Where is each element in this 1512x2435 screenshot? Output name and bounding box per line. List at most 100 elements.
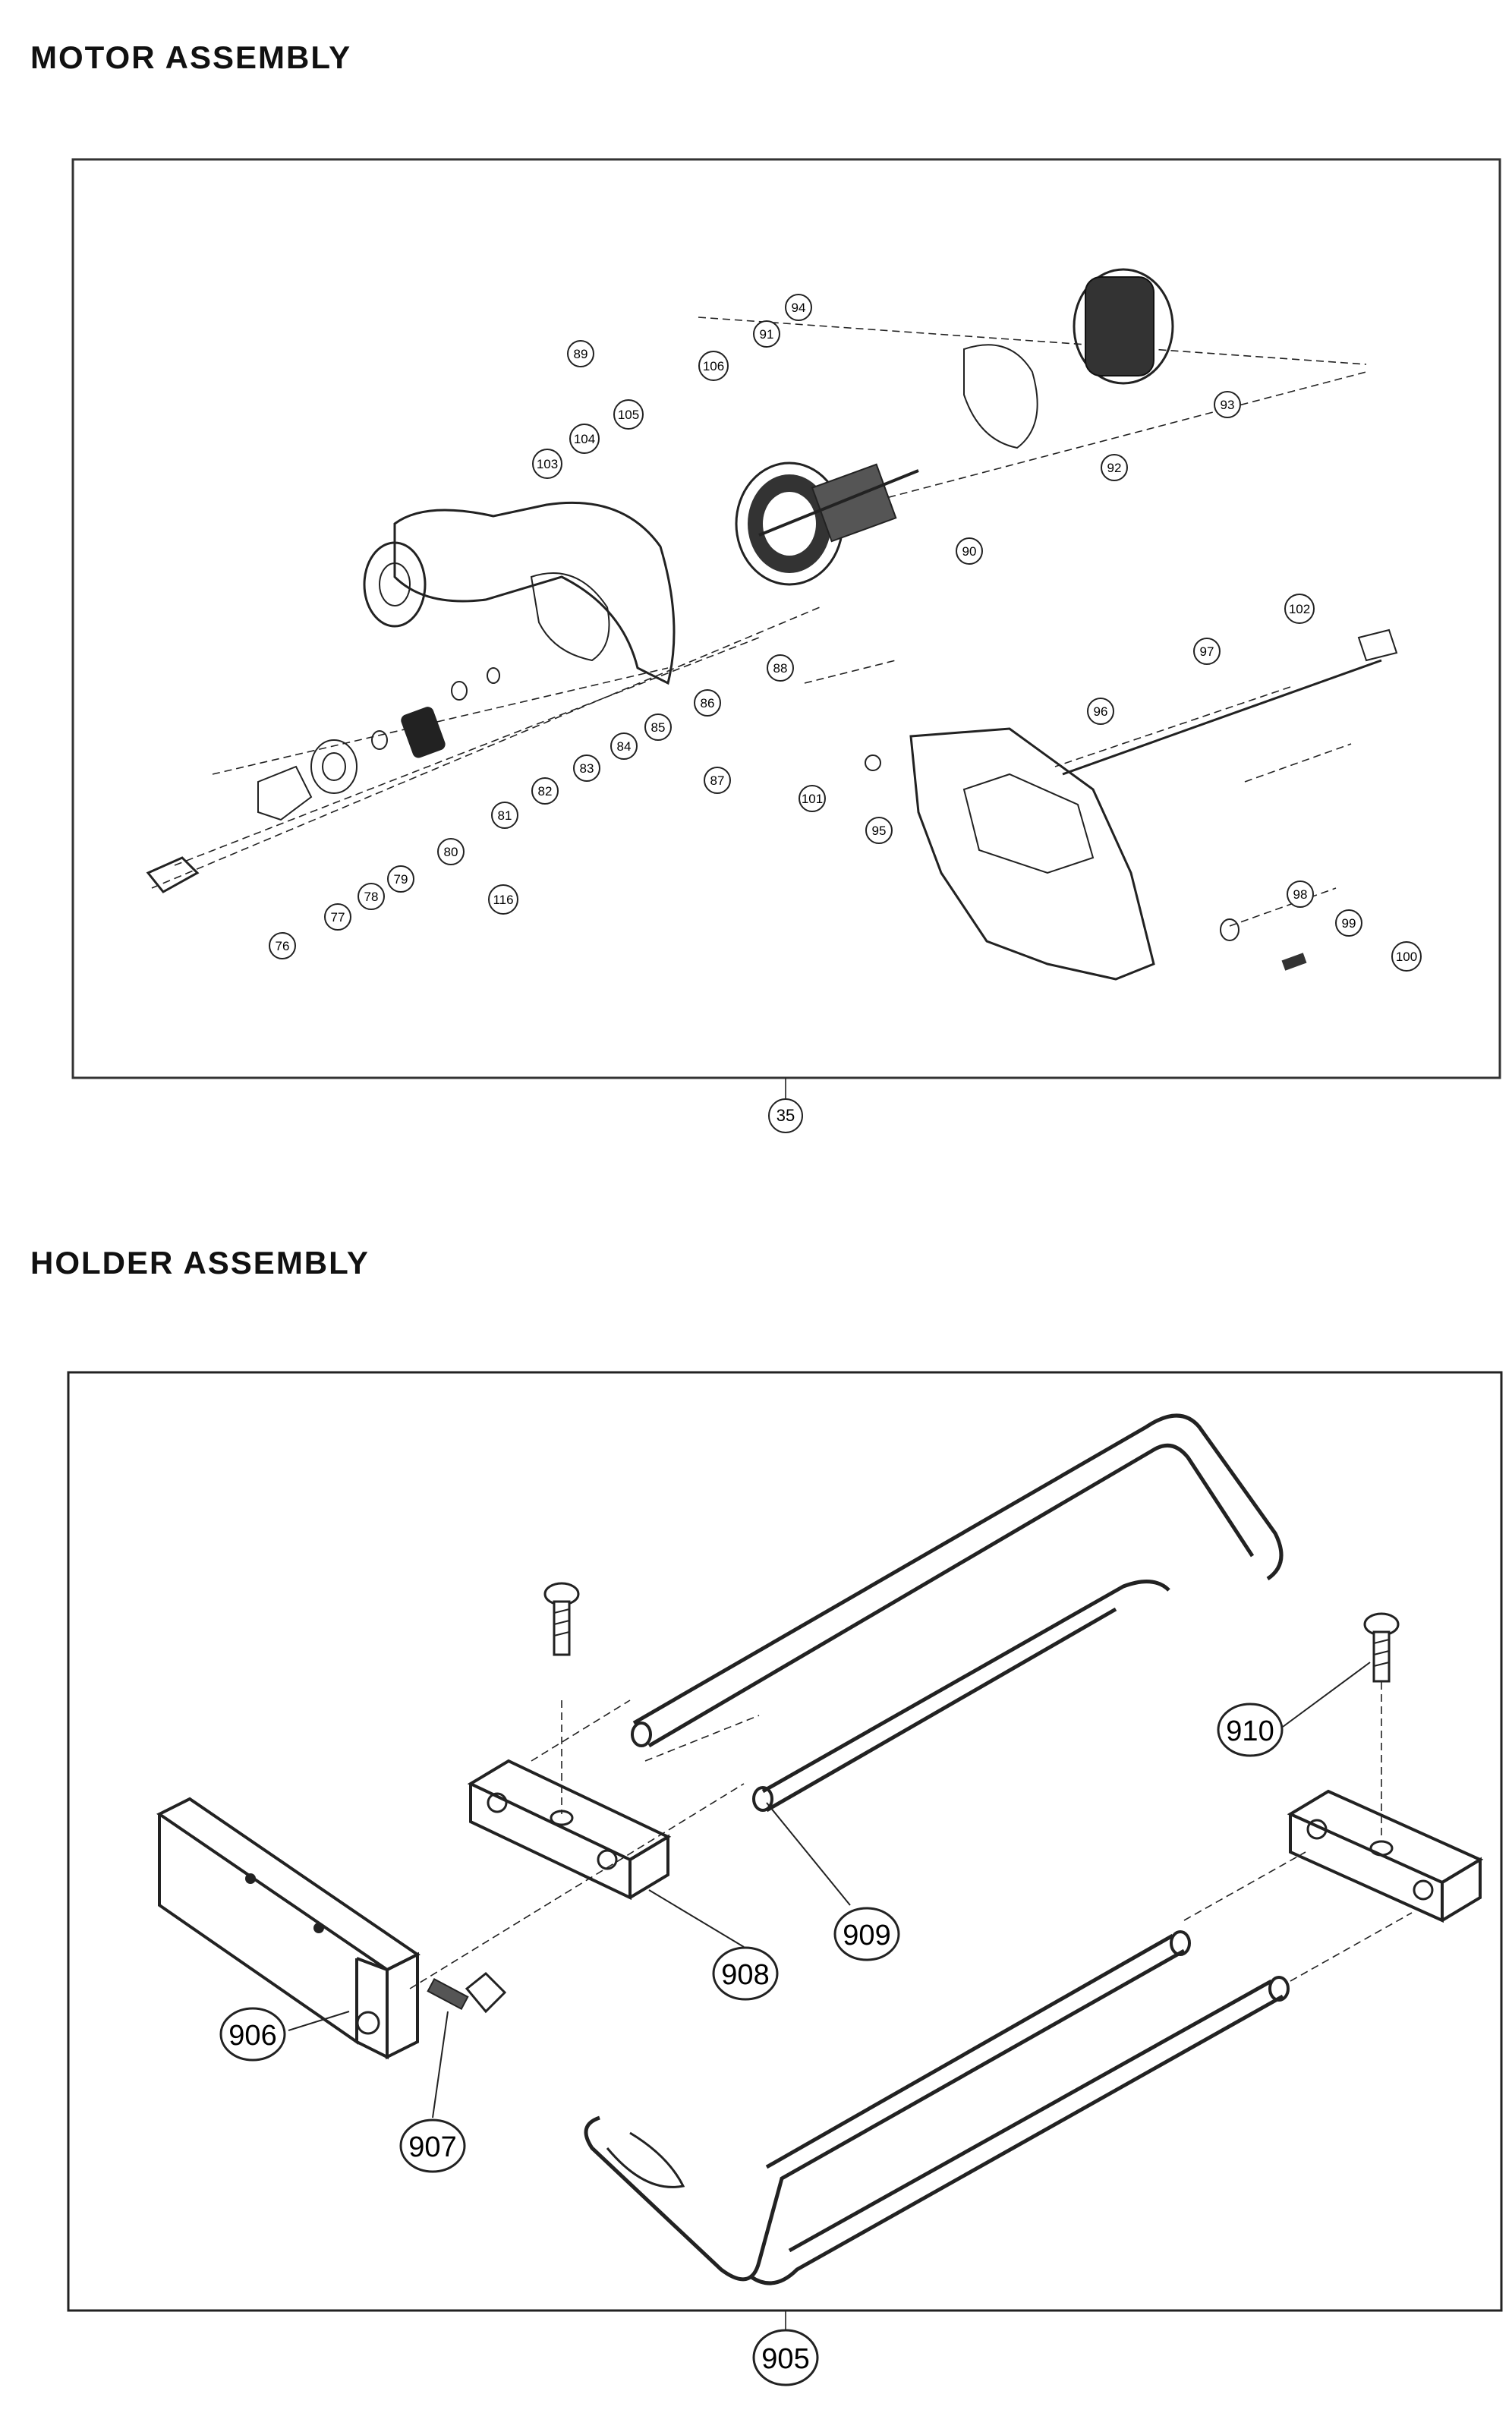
callout-96: 96	[1087, 698, 1114, 725]
callout-105: 105	[613, 399, 644, 430]
svg-text:87: 87	[710, 773, 725, 788]
lower-handle-bar	[584, 1930, 1290, 2285]
callout-907: 907	[399, 2118, 466, 2173]
svg-text:91: 91	[760, 327, 774, 342]
svg-text:82: 82	[538, 784, 553, 799]
callout-905: 905	[752, 2329, 819, 2386]
bracket-right	[1287, 1789, 1484, 1923]
callout-103: 103	[532, 449, 562, 479]
armature	[735, 461, 919, 586]
holder-leader-lines	[288, 1662, 1371, 2118]
svg-text:106: 106	[703, 359, 724, 373]
callout-87: 87	[704, 767, 731, 794]
svg-text:909: 909	[843, 1920, 890, 1951]
callout-101: 101	[799, 785, 826, 812]
callout-909: 909	[833, 1907, 900, 1961]
callout-98: 98	[1287, 880, 1314, 908]
svg-text:77: 77	[331, 910, 345, 925]
callout-106: 106	[698, 351, 729, 381]
svg-text:86: 86	[701, 696, 715, 710]
callout-78: 78	[358, 883, 385, 910]
svg-text:94: 94	[792, 301, 806, 315]
callout-91: 91	[753, 320, 780, 348]
mount-plate-906	[156, 1797, 421, 2060]
upper-handle-bar	[631, 1413, 1284, 1813]
svg-text:104: 104	[574, 432, 595, 446]
callout-97: 97	[1193, 638, 1221, 665]
callout-104: 104	[569, 424, 600, 454]
svg-text:98: 98	[1293, 887, 1308, 902]
callout-906: 906	[219, 2007, 286, 2062]
svg-text:80: 80	[444, 845, 458, 859]
svg-text:910: 910	[1226, 1715, 1274, 1747]
callout-102: 102	[1284, 594, 1315, 624]
rod-part	[1062, 628, 1398, 776]
callout-81: 81	[491, 802, 518, 829]
callout-90: 90	[956, 537, 983, 565]
callout-100: 100	[1391, 941, 1422, 972]
holder-guide-lines	[409, 1670, 1413, 1989]
svg-text:99: 99	[1342, 916, 1356, 931]
svg-text:103: 103	[537, 457, 558, 471]
screw-left	[543, 1582, 580, 1656]
callout-89: 89	[567, 340, 594, 367]
callout-79: 79	[387, 865, 414, 893]
svg-text:89: 89	[574, 347, 588, 361]
svg-text:76: 76	[276, 939, 290, 953]
callout-93: 93	[1214, 391, 1241, 418]
svg-text:35: 35	[776, 1106, 795, 1125]
svg-text:97: 97	[1200, 644, 1214, 659]
svg-text:81: 81	[498, 808, 512, 823]
callout-94: 94	[785, 294, 812, 321]
motor-assembly-title: MOTOR ASSEMBLY	[30, 39, 352, 75]
callout-908: 908	[712, 1946, 779, 2001]
svg-text:90: 90	[962, 544, 977, 559]
callout-76: 76	[269, 932, 296, 959]
svg-text:78: 78	[364, 890, 379, 904]
shaft-small-parts	[146, 667, 881, 893]
svg-text:906: 906	[228, 2020, 276, 2052]
svg-text:79: 79	[394, 872, 408, 887]
svg-text:84: 84	[617, 739, 632, 754]
svg-text:905: 905	[761, 2343, 809, 2375]
svg-text:102: 102	[1289, 602, 1310, 616]
callout-83: 83	[573, 754, 600, 782]
gear-housing	[909, 727, 1307, 981]
blade-guard-housing	[363, 501, 676, 685]
callout-88: 88	[767, 654, 794, 682]
screw-910	[1363, 1612, 1400, 1683]
callout-35: 35	[768, 1098, 803, 1133]
svg-text:908: 908	[721, 1959, 769, 1991]
svg-text:96: 96	[1094, 704, 1108, 719]
callout-86: 86	[694, 689, 721, 717]
motor-guide-lines	[151, 317, 1367, 927]
callout-116: 116	[488, 884, 518, 915]
bracket-908	[467, 1759, 672, 1901]
svg-text:93: 93	[1221, 398, 1235, 412]
svg-text:907: 907	[408, 2131, 456, 2163]
motor-assembly-frame	[71, 158, 1501, 1079]
svg-text:92: 92	[1107, 461, 1122, 475]
svg-text:116: 116	[493, 893, 513, 907]
svg-text:101: 101	[802, 792, 823, 806]
svg-text:83: 83	[580, 761, 594, 776]
svg-text:95: 95	[872, 824, 887, 838]
wing-bolt-907	[427, 1971, 507, 2014]
callout-82: 82	[531, 777, 559, 805]
holder-assembly-frame	[67, 1371, 1503, 2312]
stator-housing	[963, 268, 1174, 449]
svg-text:85: 85	[651, 720, 666, 735]
holder-assembly-title: HOLDER ASSEMBLY	[30, 1245, 370, 1281]
callout-80: 80	[437, 838, 465, 865]
motor-assembly-diagram: 76 77 78 79 80 81 82 83 84 85 86 87 88 8…	[71, 158, 1501, 1133]
holder-assembly-diagram: 906 907 908 909 910 905	[67, 1371, 1503, 2386]
motor-callouts: 76 77 78 79 80 81 82 83 84 85 86 87 88 8…	[269, 294, 1422, 972]
callout-99: 99	[1335, 909, 1362, 937]
callout-84: 84	[610, 732, 638, 760]
callout-85: 85	[644, 713, 672, 741]
callout-92: 92	[1101, 454, 1128, 481]
svg-text:105: 105	[618, 408, 639, 422]
svg-text:88: 88	[773, 661, 788, 676]
holder-callouts: 906 907 908 909 910 905	[219, 1703, 1284, 2386]
